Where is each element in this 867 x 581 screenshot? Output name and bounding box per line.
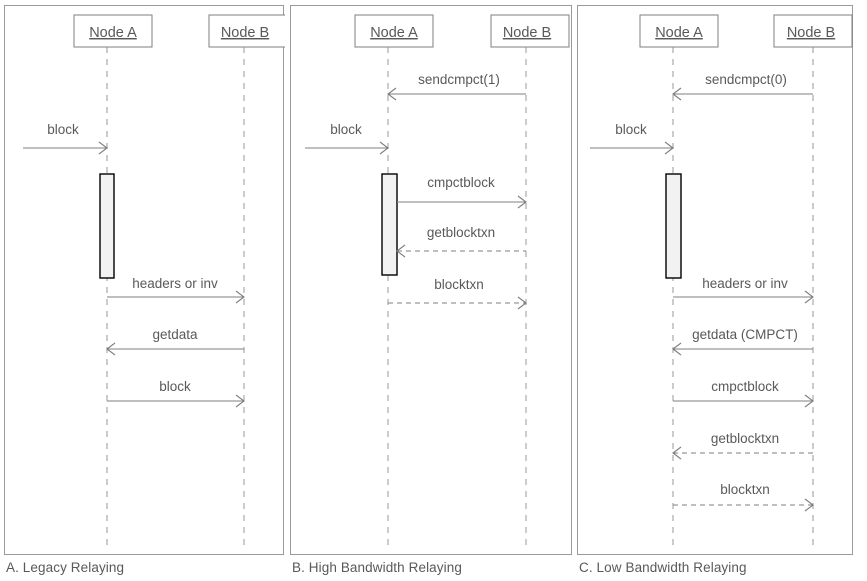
message-sendcmpct: sendcmpct(0): [672, 72, 813, 101]
arrowhead-right-icon: [235, 394, 245, 408]
arrowhead-right-icon: [804, 290, 814, 304]
arrowhead-right-icon: [98, 141, 108, 155]
message-label: getdata: [152, 327, 198, 342]
participant-box-node-a: [73, 14, 153, 48]
sequence-diagram-c: Node A Node B sendcmpct(0) block headers…: [590, 14, 853, 546]
participant-box-node-b: [208, 14, 285, 48]
message-cmpctblock: cmpctblock: [397, 175, 527, 209]
message-label: block: [47, 122, 79, 137]
arrowhead-right-icon: [235, 290, 245, 304]
message-blocktxn: blocktxn: [673, 482, 814, 512]
message-label: sendcmpct(1): [418, 72, 500, 87]
sequence-diagram-a: Node A Node B block headers or inv: [23, 14, 285, 546]
arrowhead-right-icon: [664, 141, 674, 155]
arrowhead-right-icon: [517, 296, 527, 310]
participant-box-node-a: [354, 14, 434, 48]
panel-caption-c: C. Low Bandwidth Relaying: [579, 560, 747, 575]
message-label: sendcmpct(0): [705, 72, 787, 87]
arrowhead-left-icon: [672, 87, 682, 101]
message-block-in: block: [305, 122, 389, 155]
message-headers-or-inv: headers or inv: [673, 276, 814, 304]
panel-legacy-relaying: Node A Node B block headers or inv: [4, 5, 285, 555]
message-block-in: block: [590, 122, 674, 155]
activation-bar-node-a: [99, 173, 115, 279]
arrowhead-right-icon: [804, 394, 814, 408]
message-headers-or-inv: headers or inv: [107, 276, 245, 304]
activation-bar-node-a: [381, 173, 398, 276]
sequence-diagram-b: Node A Node B sendcmpct(1) block cmpctbl…: [305, 14, 570, 546]
message-label: getblocktxn: [711, 431, 779, 446]
message-block-out: block: [107, 379, 245, 408]
arrowhead-left-icon: [106, 342, 116, 356]
message-label: blocktxn: [434, 277, 484, 292]
participant-box-node-b: [490, 14, 570, 48]
message-blocktxn: blocktxn: [388, 277, 527, 310]
participant-label-node-b: Node B: [503, 25, 551, 41]
activation-bar-node-a: [665, 173, 682, 279]
message-block-in: block: [23, 122, 108, 155]
arrowhead-left-icon: [672, 342, 682, 356]
message-getdata: getdata: [106, 327, 244, 356]
panel-caption-b: B. High Bandwidth Relaying: [292, 560, 462, 575]
participant-label-node-b: Node B: [221, 25, 269, 41]
panel-caption-a: A. Legacy Relaying: [6, 560, 125, 575]
message-label: getdata (CMPCT): [692, 327, 798, 342]
message-label: headers or inv: [132, 276, 218, 291]
arrowhead-left-icon: [396, 244, 406, 258]
participant-label-node-b: Node B: [787, 25, 835, 41]
arrowhead-left-icon: [672, 446, 682, 460]
arrowhead-right-icon: [517, 195, 527, 209]
participant-box-node-b: [773, 14, 853, 48]
arrowhead-right-icon: [379, 141, 389, 155]
panel-low-bandwidth-relaying: Node A Node B sendcmpct(0) block headers…: [577, 5, 853, 555]
message-label: block: [159, 379, 191, 394]
message-label: cmpctblock: [711, 379, 779, 394]
message-cmpctblock: cmpctblock: [673, 379, 814, 408]
message-label: headers or inv: [702, 276, 788, 291]
message-label: block: [615, 122, 647, 137]
participant-label-node-a: Node A: [655, 25, 703, 41]
participant-box-node-a: [639, 14, 719, 48]
message-label: getblocktxn: [427, 225, 495, 240]
message-label: cmpctblock: [427, 175, 495, 190]
message-label: blocktxn: [720, 482, 770, 497]
arrowhead-right-icon: [804, 498, 814, 512]
message-getblocktxn: getblocktxn: [396, 225, 526, 258]
participant-label-node-a: Node A: [89, 25, 137, 41]
message-getblocktxn: getblocktxn: [672, 431, 813, 460]
message-getdata-cmpct: getdata (CMPCT): [672, 327, 813, 356]
message-sendcmpct: sendcmpct(1): [387, 72, 526, 101]
panel-high-bandwidth-relaying: Node A Node B sendcmpct(1) block cmpctbl…: [290, 5, 572, 555]
arrowhead-left-icon: [387, 87, 397, 101]
participant-label-node-a: Node A: [370, 25, 418, 41]
message-label: block: [330, 122, 362, 137]
